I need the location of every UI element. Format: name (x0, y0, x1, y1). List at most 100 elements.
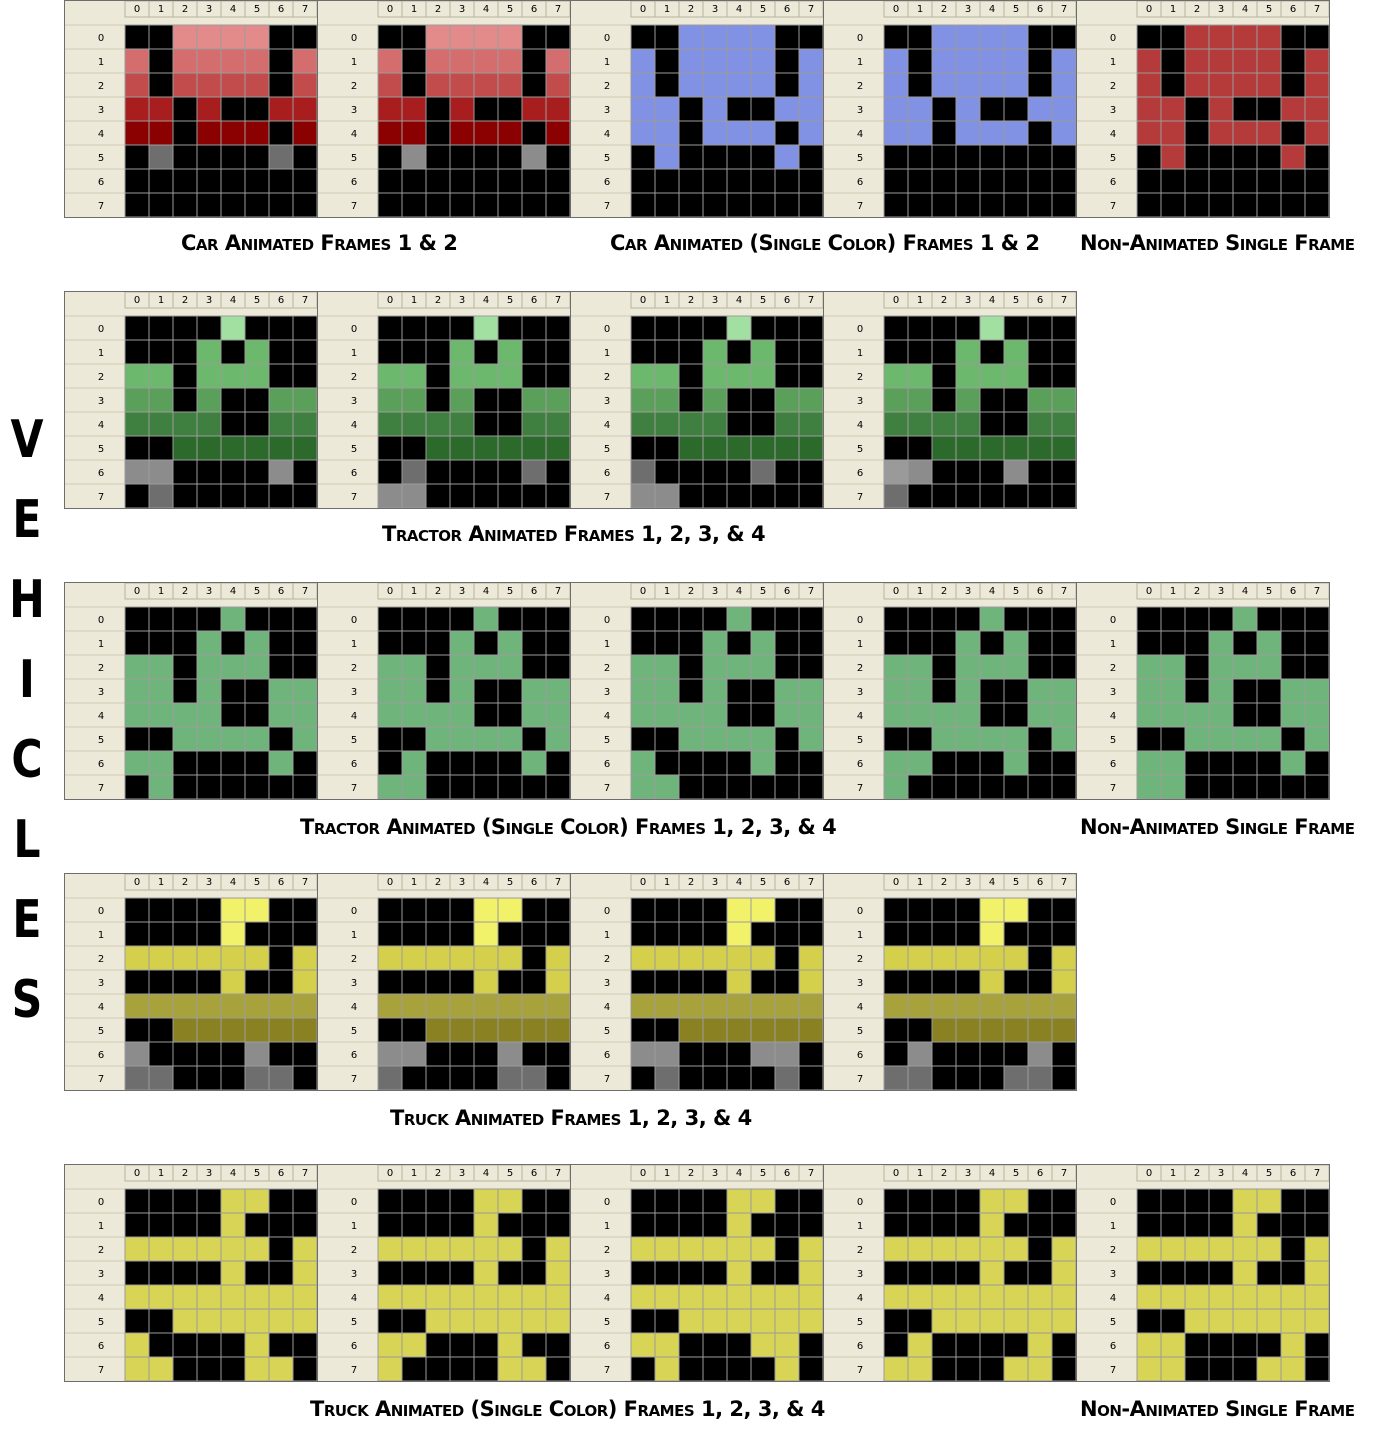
row-header-label: 2 (857, 1245, 863, 1256)
pixel-cell (377, 459, 403, 485)
pixel-cell (124, 750, 150, 776)
pixel-cell (172, 1017, 198, 1043)
pixel-cell (425, 1188, 451, 1214)
pixel-cell (545, 144, 570, 170)
column-header-label: 3 (459, 295, 465, 306)
pixel-cell (726, 1308, 752, 1334)
pixel-cell (1003, 969, 1029, 995)
pixel-cell (1136, 24, 1162, 50)
pixel-cell (883, 1308, 909, 1334)
pixel-cell (1208, 72, 1234, 98)
pixel-cell (545, 726, 570, 752)
pixel-cell (425, 1065, 451, 1090)
pixel-cell (955, 1308, 981, 1334)
pixel-cell (244, 339, 270, 365)
pixel-cell (798, 993, 823, 1019)
pixel-cell (244, 48, 270, 74)
pixel-cell (124, 48, 150, 74)
row-header-label: 7 (351, 201, 357, 212)
pixel-cell (630, 969, 656, 995)
pixel-cell (244, 1284, 270, 1310)
column-header-label: 4 (230, 1168, 236, 1179)
pixel-cell (220, 774, 246, 799)
pixel-cell (196, 726, 222, 752)
pixel-cell (292, 315, 317, 341)
pixel-cell (1003, 1260, 1029, 1286)
pixel-cell (1160, 1332, 1186, 1358)
pixel-cell (750, 678, 776, 704)
pixel-cell (377, 144, 403, 170)
pixel-cell (545, 387, 570, 413)
pixel-cell (244, 1260, 270, 1286)
pixel-cell (425, 606, 451, 632)
pixel-cell (521, 411, 547, 437)
pixel-cell (497, 921, 523, 947)
row-header-label: 3 (351, 105, 357, 116)
pixel-cell (1184, 1356, 1210, 1381)
row-header-label: 5 (1110, 1317, 1116, 1328)
row-header-label: 3 (1110, 687, 1116, 698)
pixel-cell (1051, 1284, 1076, 1310)
pixel-cell (545, 1236, 570, 1262)
pixel-cell (449, 1308, 475, 1334)
pixel-cell (883, 630, 909, 656)
column-header-label: 1 (411, 295, 417, 306)
row-header-label: 7 (351, 492, 357, 503)
pixel-cell (1256, 192, 1282, 217)
pixel-cell (1304, 678, 1329, 704)
pixel-cell (377, 120, 403, 146)
pixel-cell (124, 168, 150, 194)
row-header-label: 5 (351, 1317, 357, 1328)
pixel-cell (678, 168, 704, 194)
pixel-cell (449, 654, 475, 680)
pixel-cell (521, 750, 547, 776)
pixel-cell (726, 897, 752, 923)
pixel-cell (1027, 993, 1053, 1019)
row-header-label: 7 (857, 783, 863, 794)
pixel-cell (774, 483, 800, 508)
pixel-cell (726, 24, 752, 50)
pixel-cell (678, 24, 704, 50)
column-header-label: 7 (1061, 4, 1067, 15)
pixel-cell (521, 1356, 547, 1381)
pixel-cell (268, 750, 294, 776)
pixel-cell (1051, 1065, 1076, 1090)
pixel-cell (1003, 1356, 1029, 1381)
column-header-label: 5 (254, 877, 260, 888)
pixel-cell (1256, 1236, 1282, 1262)
pixel-cell (979, 969, 1005, 995)
pixel-cell (1280, 1332, 1306, 1358)
pixel-cell (630, 1308, 656, 1334)
pixel-cell (124, 1236, 150, 1262)
pixel-cell (1232, 702, 1258, 728)
pixel-cell (148, 1188, 174, 1214)
pixel-cell (1280, 678, 1306, 704)
column-header-label: 3 (965, 4, 971, 15)
pixel-cell (1304, 96, 1329, 122)
pixel-cell (1208, 1308, 1234, 1334)
pixel-cell (1208, 630, 1234, 656)
column-header-label: 1 (917, 295, 923, 306)
pixel-cell (268, 72, 294, 98)
pixel-cell (1027, 1041, 1053, 1067)
pixel-cell (473, 1236, 499, 1262)
pixel-cell (774, 1260, 800, 1286)
row-header-label: 1 (1110, 1221, 1116, 1232)
pixel-cell (702, 192, 728, 217)
row-header-label: 4 (604, 711, 610, 722)
pixel-cell (931, 483, 957, 508)
row-header-label: 3 (857, 396, 863, 407)
side-title-letter: H (9, 570, 45, 630)
pixel-cell (931, 702, 957, 728)
pixel-cell (401, 969, 427, 995)
pixel-cell (798, 168, 823, 194)
pixel-cell (1027, 339, 1053, 365)
pixel-cell (124, 72, 150, 98)
pixel-cell (1136, 72, 1162, 98)
pixel-cell (473, 1356, 499, 1381)
pixel-cell (774, 702, 800, 728)
pixel-cell (521, 1041, 547, 1067)
pixel-cell (979, 1284, 1005, 1310)
